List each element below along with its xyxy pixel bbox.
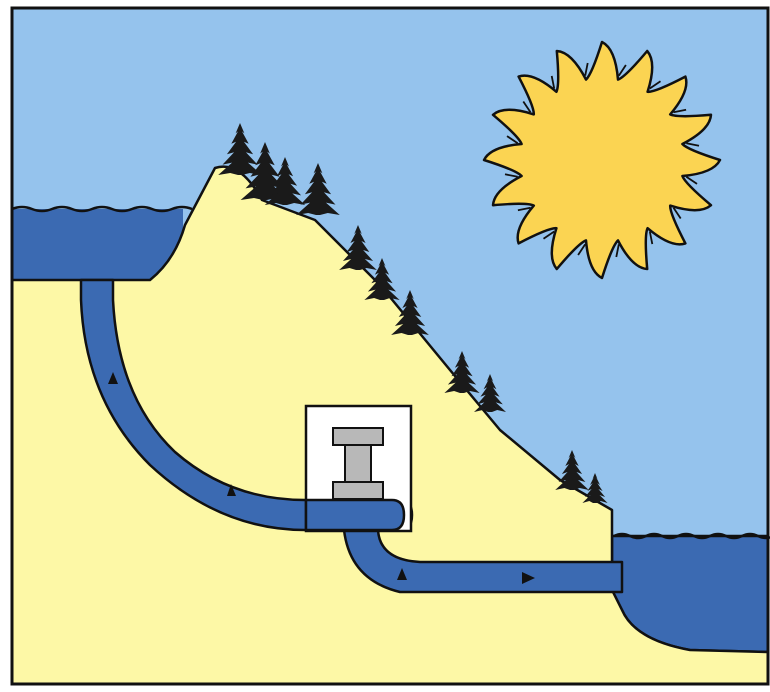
tree-icon [339,225,377,270]
sun-ray-mark [618,64,627,77]
sun-ray-mark [504,173,518,178]
sun-ray-mark [672,207,682,220]
flow-arrow-icon [522,572,535,584]
upper-reservoir-surface [11,205,193,213]
sun-ray-mark [686,142,700,147]
tree-icon [364,258,400,300]
tree-icon [218,123,262,175]
tree-group [218,123,608,503]
lower-reservoir-surface [613,532,770,540]
sun-ray-mark [522,100,532,113]
powerhouse-pipe-section [304,498,406,532]
tree-icon [474,374,506,412]
sun-ray-mark [550,75,556,89]
turbine-generator-icon [332,427,384,500]
flow-arrow-icon [397,568,407,580]
tree-icon [240,142,290,200]
sun-body [482,40,722,280]
frame-border [10,6,770,686]
tree-icon [444,351,480,393]
sun-ray-mark [685,176,698,185]
sun-icon [482,40,722,280]
upper-reservoir [12,209,183,280]
sun-ray-mark [517,206,531,212]
flow-arrow-icon [227,484,236,496]
tree-icon [582,473,608,503]
flow-arrow-icon [108,372,118,384]
sun-ray-mark [506,135,519,144]
sun-ray-mark [673,108,687,114]
sun-ray-mark [584,62,589,76]
sun-ray-mark [615,244,620,258]
tree-icon [296,163,340,215]
tree-icon [391,290,429,335]
sun-ray-mark [649,80,662,90]
sun-ray-mark [648,231,654,245]
sun-ray-mark [577,243,586,256]
tailrace-pipe [342,528,624,594]
tree-icon [555,450,589,490]
tree-icon [264,157,306,205]
sun-ray-mark [542,230,555,240]
